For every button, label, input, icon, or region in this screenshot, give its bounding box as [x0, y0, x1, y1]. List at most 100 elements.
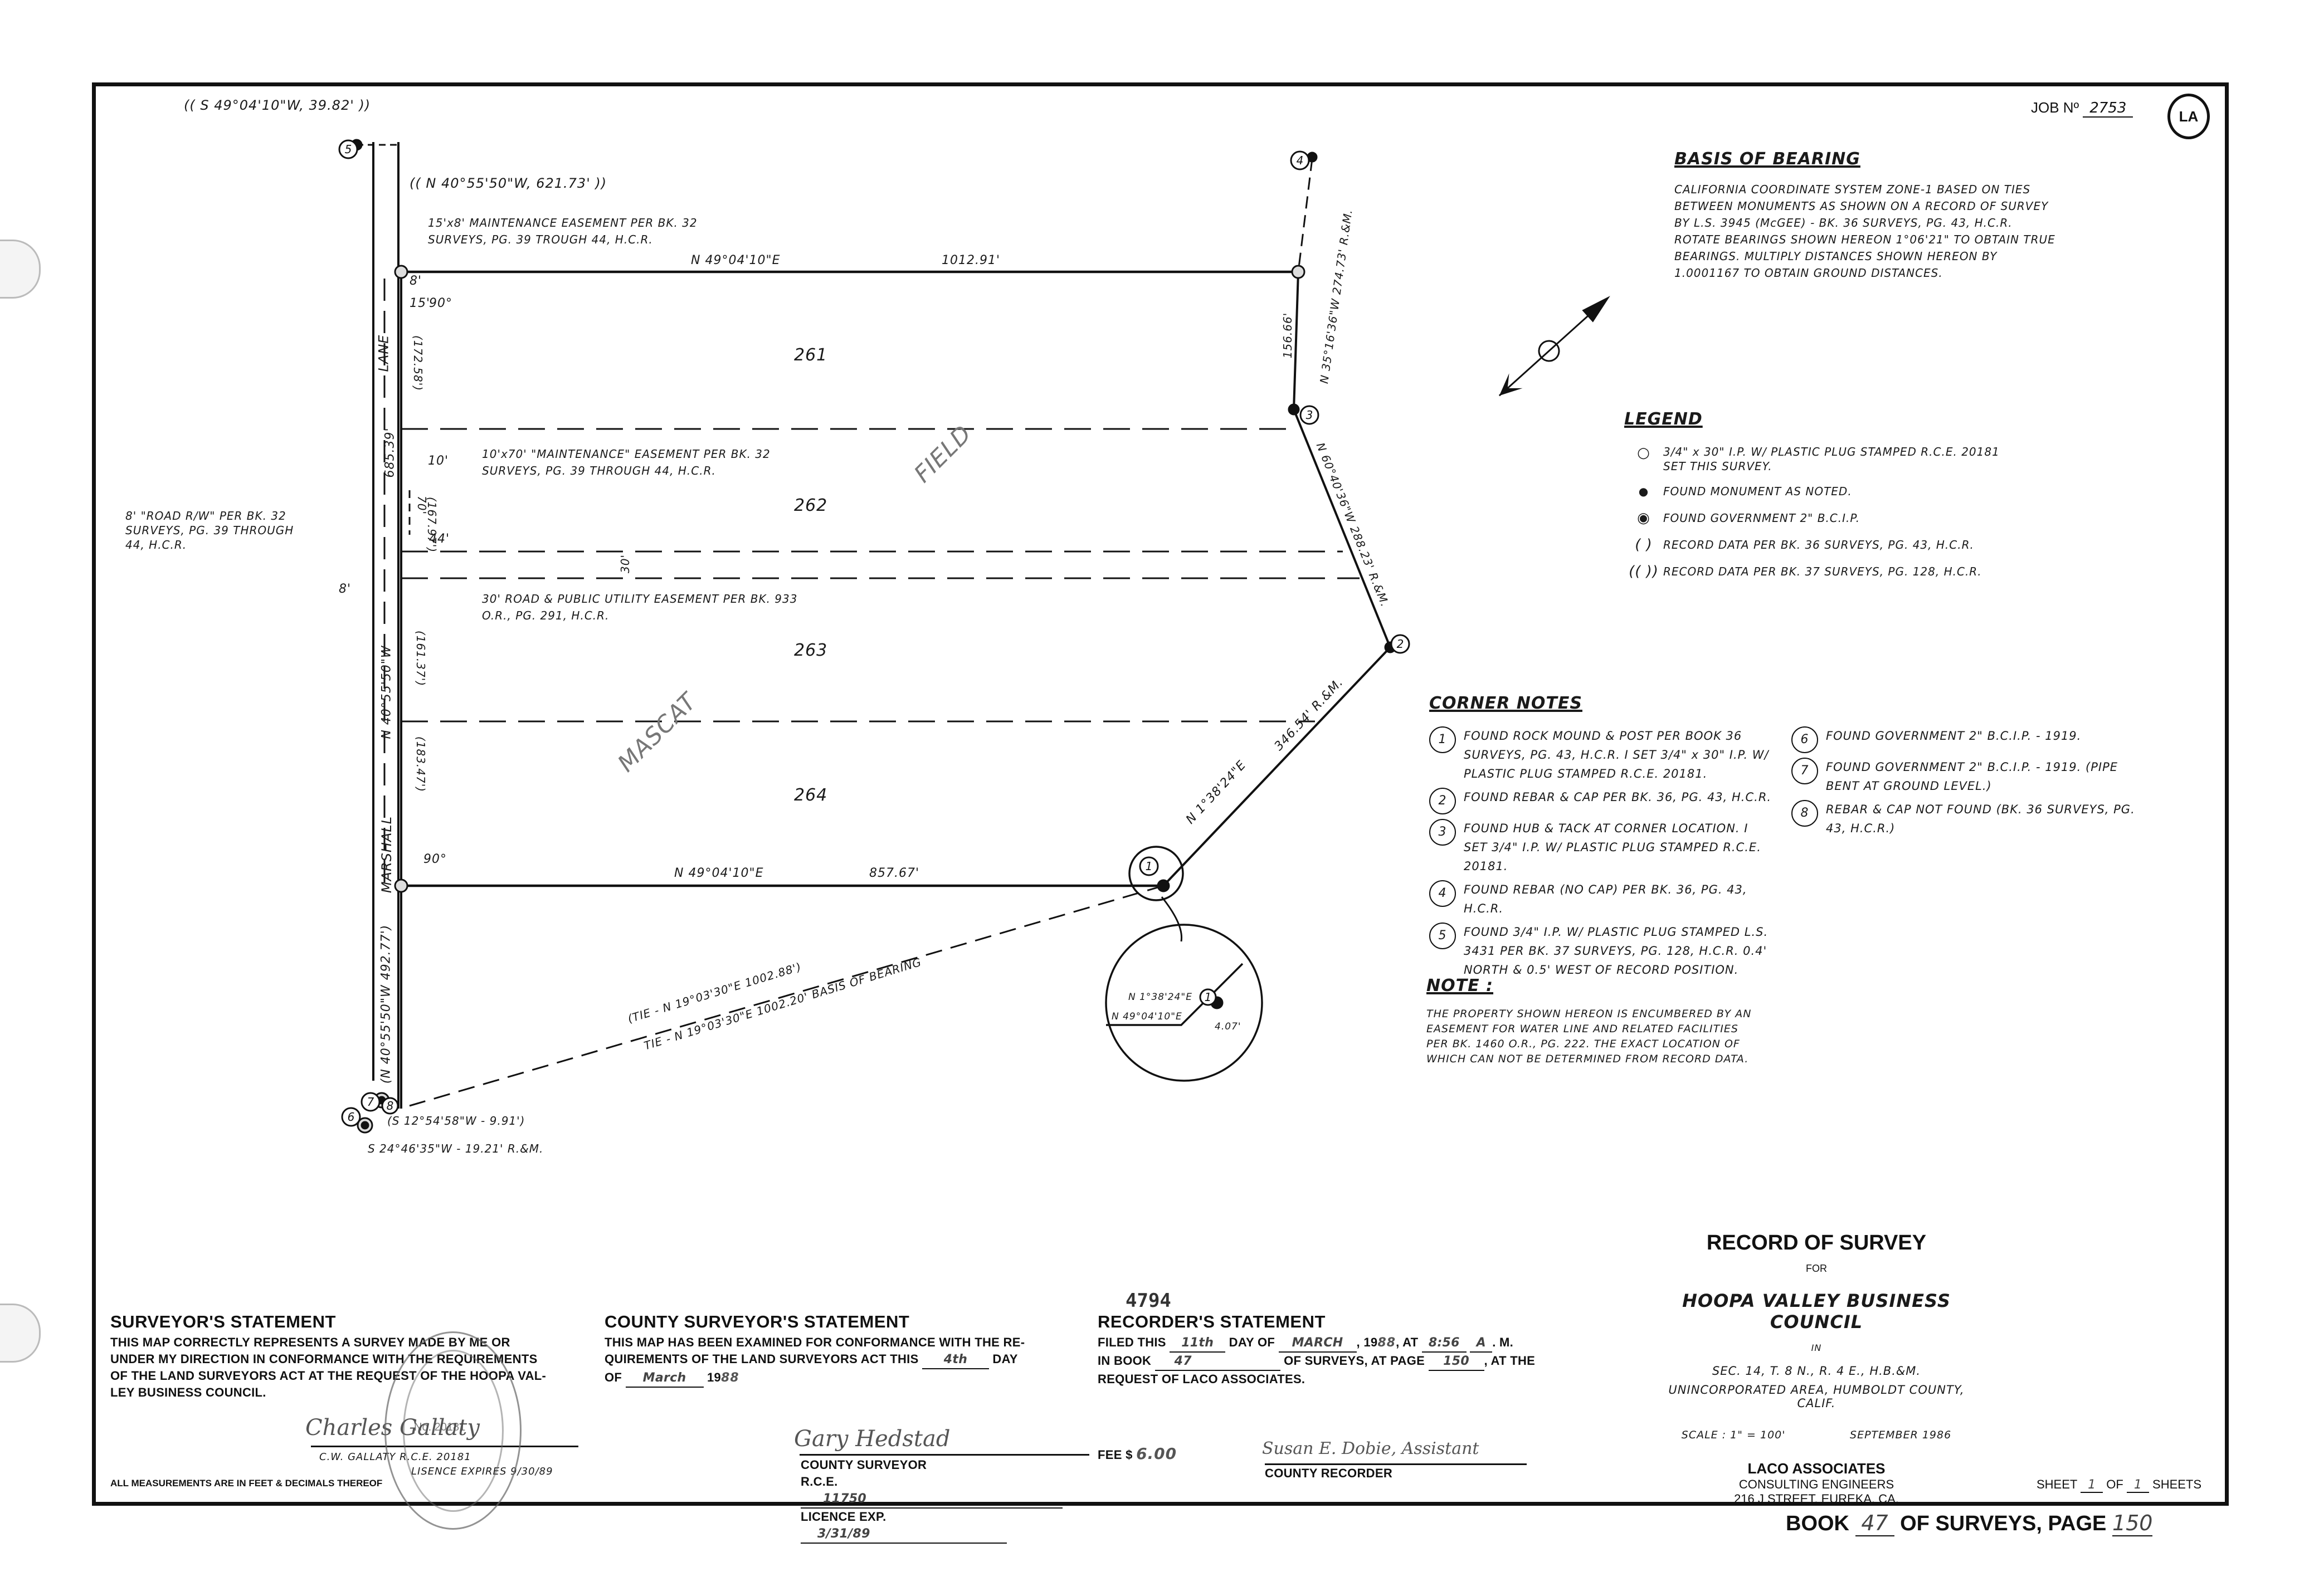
open-circle-icon: ○: [1637, 445, 1650, 461]
recorder-statement-title: RECORDER'S STATEMENT: [1098, 1312, 1326, 1331]
record-161: (161.37'): [414, 630, 428, 687]
dim-90a: 90°: [429, 296, 452, 310]
detail-bearing-2: N 49°04'10"E: [1112, 1011, 1182, 1022]
job-label: JOB Nº: [2031, 99, 2079, 116]
recorder-signature-line: [1265, 1463, 1527, 1465]
lot-261: 261: [794, 345, 828, 365]
dim-8a: 8': [410, 274, 422, 288]
south-line-bearing: N 49°04'10"E: [674, 866, 764, 880]
dim-30: 30': [618, 554, 632, 573]
dim-90b: 90°: [423, 852, 447, 866]
recorder-role: COUNTY RECORDER: [1265, 1466, 1393, 1480]
title-block: RECORD OF SURVEY FOR HOOPA VALLEY BUSINE…: [1649, 1231, 1984, 1506]
top-record-label: (( S 49°04'10"W, 39.82' )): [184, 97, 371, 113]
top-right-record-label: (( N 40°55'50"W, 621.73' )): [410, 175, 607, 191]
record-183: (183.47'): [414, 736, 428, 793]
location-line-2: UNINCORPORATED AREA, HUMBOLDT COUNTY, CA…: [1668, 1383, 1965, 1410]
dim-8b: 8': [339, 582, 352, 596]
document-number: 4794: [1126, 1290, 1171, 1312]
county-month-field: March: [625, 1370, 704, 1388]
sw-measured-label: S 24°46'35"W - 19.21' R.&M.: [368, 1142, 544, 1155]
county-statement-title: COUNTY SURVEYOR'S STATEMENT: [605, 1312, 910, 1331]
binder-hole-bottom: [0, 1304, 41, 1363]
svg-text:7: 7: [367, 1095, 374, 1109]
firm-name: LACO ASSOCIATES: [1747, 1460, 1886, 1477]
survey-sheet-border: [92, 82, 2229, 1506]
detail-distance: 4.07': [1215, 1021, 1241, 1032]
svg-text:2: 2: [1397, 637, 1404, 651]
scale-label: SCALE : 1" = 100': [1681, 1429, 1786, 1441]
sw-record-label: (S 12°54'58"W - 9.91'): [387, 1114, 525, 1128]
location-line-1: SEC. 14, T. 8 N., R. 4 E., H.B.&M.: [1712, 1364, 1921, 1378]
recorder-book-field: 47: [1154, 1353, 1280, 1371]
county-licence-field: 3/31/89: [801, 1526, 1007, 1544]
county-surveyor-statement: COUNTY SURVEYOR'S STATEMENT THIS MAP HAS…: [605, 1312, 1089, 1544]
job-number: 2753: [2083, 100, 2133, 118]
recorder-signature: Susan E. Dobie, Assistant: [1262, 1439, 1479, 1458]
job-number-block: JOB Nº 2753: [2031, 99, 2133, 118]
street-name-lane: LANE: [376, 334, 392, 372]
recorder-statement: 4794 RECORDER'S STATEMENT FILED THIS 11t…: [1098, 1290, 1555, 1480]
dim-44: 44': [429, 532, 450, 546]
recorder-month-field: MARCH: [1278, 1335, 1357, 1353]
north-line-bearing: N 49°04'10"E: [691, 253, 781, 267]
laco-logo-icon: LA: [2167, 94, 2210, 139]
lot-262: 262: [794, 496, 828, 515]
svg-text:3: 3: [1306, 408, 1313, 422]
recorder-ampm-field: A: [1470, 1335, 1493, 1353]
note-title: NOTE :: [1426, 976, 1494, 995]
note-panel: NOTE : THE PROPERTY SHOWN HEREON IS ENCU…: [1426, 976, 1816, 1067]
legend-item: ○ 3/4" x 30" I.P. W/ PLASTIC PLUG STAMPE…: [1624, 445, 2126, 474]
recorder-page-field: 150: [1428, 1353, 1484, 1371]
double-parentheses-icon: (( )): [1629, 563, 1659, 580]
measurements-footer: ALL MEASUREMENTS ARE IN FEET & DECIMALS …: [110, 1478, 383, 1488]
svg-text:4: 4: [1297, 154, 1304, 167]
legend-panel: LEGEND ○ 3/4" x 30" I.P. W/ PLASTIC PLUG…: [1624, 409, 2126, 585]
bullseye-icon: ◉: [1637, 510, 1650, 526]
dist-156-label: 156.66': [1281, 312, 1295, 359]
filled-dot-icon: ●: [1638, 485, 1649, 498]
west-bearing: N 40°55'50"W: [379, 645, 394, 739]
dim-15: 15': [410, 296, 431, 310]
survey-date: SEPTEMBER 1986: [1850, 1429, 1952, 1441]
road-utility-label: 30' ROAD & PUBLIC UTILITY EASEMENT PER B…: [482, 592, 798, 622]
easement-10x70-label: 10'x70' "MAINTENANCE" EASEMENT PER BK. 3…: [482, 447, 771, 477]
surveyor-statement-title: SURVEYOR'S STATEMENT: [110, 1312, 336, 1331]
basis-of-bearing-panel: BASIS OF BEARING CALIFORNIA COORDINATE S…: [1674, 149, 2131, 281]
legend-title: LEGEND: [1624, 409, 1703, 429]
county-surveyor-signature: Gary Hedstad: [794, 1426, 951, 1452]
dim-10: 10': [428, 454, 449, 468]
recorder-fee: 6.00: [1136, 1444, 1177, 1463]
svg-text:6: 6: [348, 1110, 355, 1124]
corner-notes-title: CORNER NOTES: [1429, 694, 1582, 713]
north-line-distance: 1012.91': [942, 253, 1001, 267]
svg-text:8: 8: [387, 1099, 394, 1112]
lot-263: 263: [794, 641, 828, 660]
recorder-day-field: 11th: [1170, 1335, 1226, 1353]
lot-264: 264: [794, 785, 828, 805]
legend-item: ( ) RECORD DATA PER BK. 36 SURVEYS, PG. …: [1624, 531, 2126, 558]
binder-hole-top: [0, 240, 41, 299]
svg-text:5: 5: [345, 143, 352, 156]
recorder-time-field: 8:56: [1421, 1335, 1467, 1353]
south-line-distance: 857.67': [869, 866, 920, 880]
svg-text:1: 1: [1205, 990, 1212, 1004]
record-172: (172.58'): [411, 335, 425, 392]
basis-of-bearing-title: BASIS OF BEARING: [1674, 149, 1860, 169]
legend-item: ◉ FOUND GOVERNMENT 2" B.C.I.P.: [1624, 505, 2126, 531]
detail-bearing-1: N 1°38'24"E: [1128, 992, 1192, 1003]
legend-item: ● FOUND MONUMENT AS NOTED.: [1624, 478, 2126, 505]
county-day-field: 4th: [922, 1351, 989, 1369]
west-lower: (N 40°55'50"W 492.77'): [379, 924, 393, 1084]
